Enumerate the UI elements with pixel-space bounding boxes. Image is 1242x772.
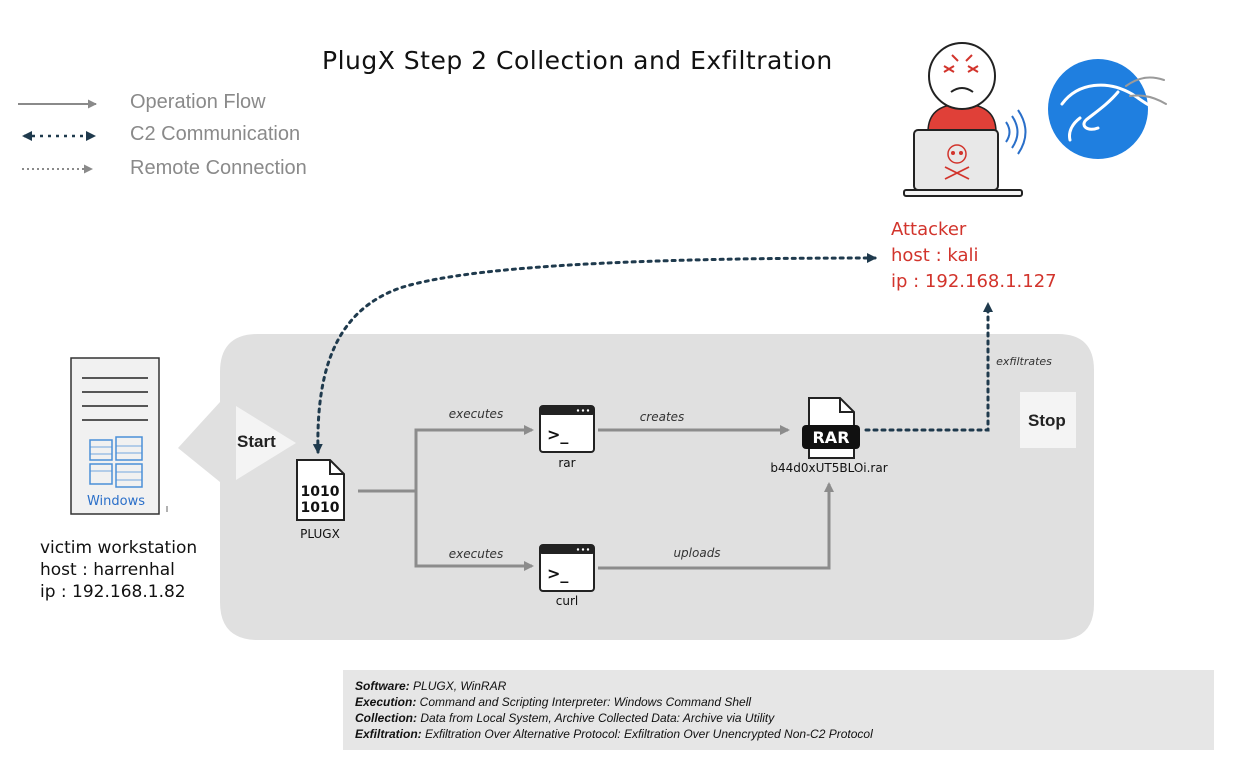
attacker-label: Attacker: [891, 219, 967, 240]
plugx-glyph-line1: 1010: [301, 484, 340, 500]
start-marker: [236, 406, 296, 480]
legend-operation-flow-label: Operation Flow: [130, 91, 266, 113]
victim-ip: ip : 192.168.1.82: [40, 582, 186, 602]
attacker-host: host : kali: [891, 245, 979, 266]
info-exfiltration: Exfiltration: Exfiltration Over Alternat…: [355, 727, 873, 741]
plugx-label: PLUGX: [300, 527, 340, 541]
victim-host: host : harrenhal: [40, 560, 175, 580]
uploads-label: uploads: [673, 546, 720, 560]
plugx-glyph-line2: 1010: [301, 500, 340, 516]
skull-icon: [944, 144, 970, 180]
victim-workstation-label: victim workstation: [40, 538, 198, 558]
windows-logo-icon: [89, 436, 143, 488]
kali-logo-icon: [1048, 59, 1167, 159]
svg-text:>_: >_: [547, 564, 568, 583]
curl-terminal-icon: >_: [539, 544, 595, 592]
stop-box: [1020, 392, 1076, 448]
legend-c2-label: C2 Communication: [130, 123, 301, 145]
svg-text:>_: >_: [547, 425, 568, 444]
info-execution: Execution: Command and Scripting Interpr…: [355, 695, 752, 709]
technique-info-box: [343, 670, 1214, 750]
exfiltrates-label: exfiltrates: [996, 355, 1052, 368]
legend-remote-label: Remote Connection: [130, 157, 307, 179]
legend: [18, 99, 97, 174]
executes-curl-arrow: [414, 491, 534, 571]
stop-label: Stop: [1028, 411, 1066, 430]
c2-communication-line: [312, 253, 877, 454]
rar-archive-icon: RAR: [802, 397, 860, 459]
executes-top-label: executes: [449, 407, 503, 421]
windows-label: Windows: [87, 494, 145, 509]
rar-terminal-icon: >_: [539, 405, 595, 453]
executes-bottom-label: executes: [449, 547, 503, 561]
uploads-arrow: [598, 482, 834, 570]
creates-label: creates: [640, 410, 685, 424]
info-collection: Collection: Data from Local System, Arch…: [355, 711, 775, 725]
curl-label: curl: [556, 594, 578, 608]
wifi-signal-icon: [1005, 109, 1027, 155]
archive-filename: b44d0xUT5BLOi.rar: [770, 461, 887, 475]
info-software: Software: PLUGX, WinRAR: [355, 679, 507, 693]
rar-badge: RAR: [812, 428, 849, 447]
victim-workstation-icon: Windows: [70, 357, 160, 515]
start-label: Start: [237, 432, 276, 451]
exfiltration-line: [864, 302, 993, 432]
diagram-title: PlugX Step 2 Collection and Exfiltration: [322, 46, 833, 75]
attacker-ip: ip : 192.168.1.127: [891, 271, 1057, 292]
rar-label: rar: [558, 456, 575, 470]
attacker-icon: [903, 42, 1027, 197]
plugx-file-icon: 1010 1010: [296, 459, 345, 521]
